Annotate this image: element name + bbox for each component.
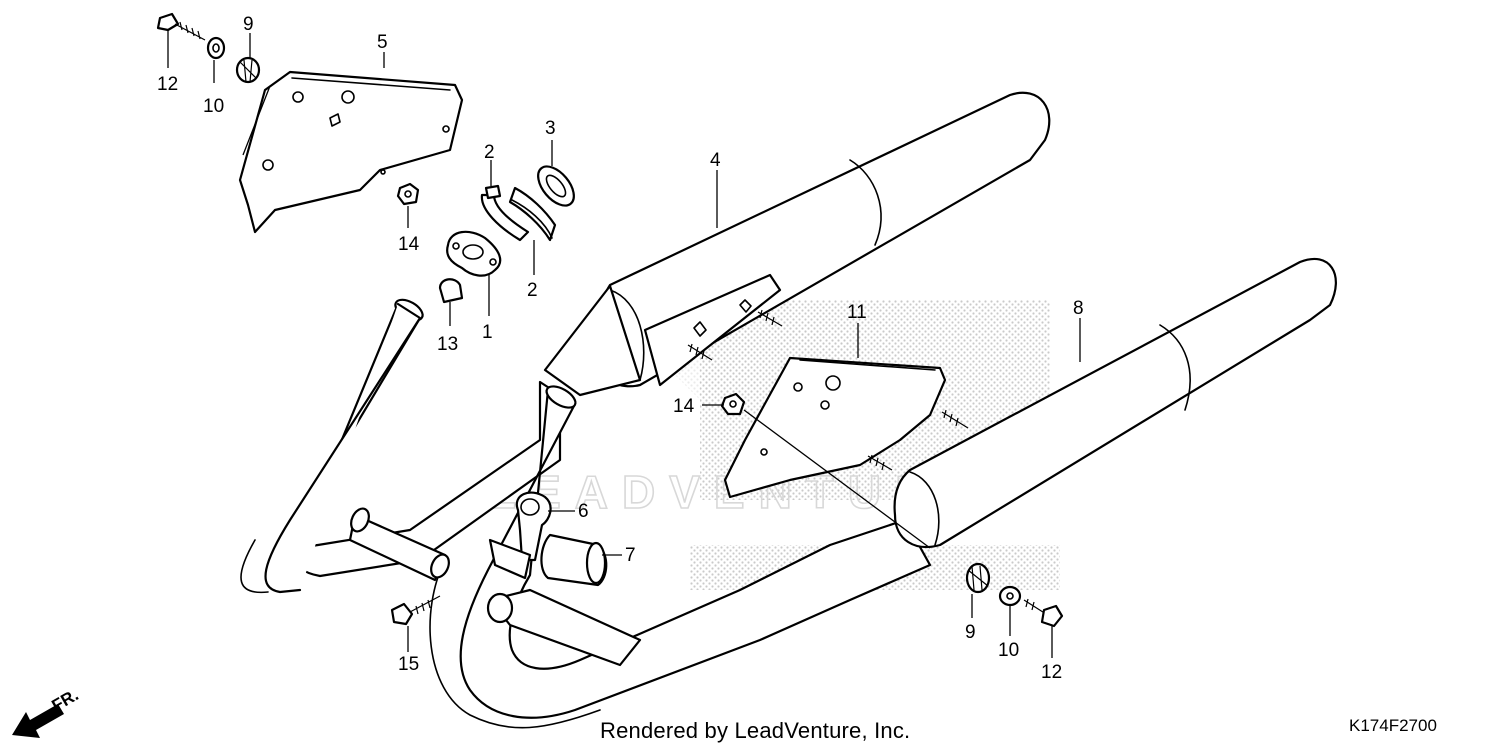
- callout-4: 4: [710, 150, 721, 171]
- callout-labels: 1 2 2 3 4 5 6 7 8 9 9 10 10 11 12 12 13 …: [157, 14, 1084, 683]
- callout-10-upper: 10: [203, 96, 224, 117]
- callout-13: 13: [437, 334, 458, 355]
- muffler-upper: [543, 91, 1051, 397]
- front-arrow-icon: [12, 704, 64, 738]
- heat-guard-lower: [723, 356, 947, 499]
- callout-3: 3: [545, 118, 556, 139]
- callout-7: 7: [625, 545, 636, 566]
- callout-11: 11: [847, 302, 867, 323]
- hardware: [156, 12, 1064, 628]
- callout-2-upper: 2: [484, 142, 495, 163]
- joint-collars: [480, 184, 557, 242]
- gasket: [446, 230, 502, 277]
- callout-9-lower: 9: [965, 622, 976, 643]
- exhaust-header-pipes: [240, 298, 932, 729]
- callout-1: 1: [482, 322, 493, 343]
- callout-12-lower: 12: [1041, 662, 1062, 683]
- callout-14-upper: 14: [398, 234, 420, 255]
- diagram-code: K174F2700: [1349, 716, 1437, 735]
- front-direction-indicator: FR.: [12, 685, 82, 738]
- callout-15: 15: [398, 654, 419, 675]
- leader-lines: [167, 30, 1081, 658]
- muffler-band-and-cover: [488, 491, 608, 587]
- callout-14-lower: 14: [673, 396, 695, 417]
- callout-10-lower: 10: [998, 640, 1019, 661]
- callout-6: 6: [578, 501, 589, 522]
- callout-5: 5: [377, 32, 388, 53]
- callout-12-upper: 12: [157, 74, 178, 95]
- footer-credit: Rendered by LeadVenture, Inc.: [600, 718, 911, 743]
- muffler-lower: [893, 257, 1337, 549]
- heat-guard-upper: [238, 70, 464, 234]
- callout-9-upper: 9: [243, 14, 254, 35]
- callout-8: 8: [1073, 298, 1084, 319]
- callout-2-lower: 2: [527, 280, 538, 301]
- muffler-gasket-ring: [537, 165, 575, 207]
